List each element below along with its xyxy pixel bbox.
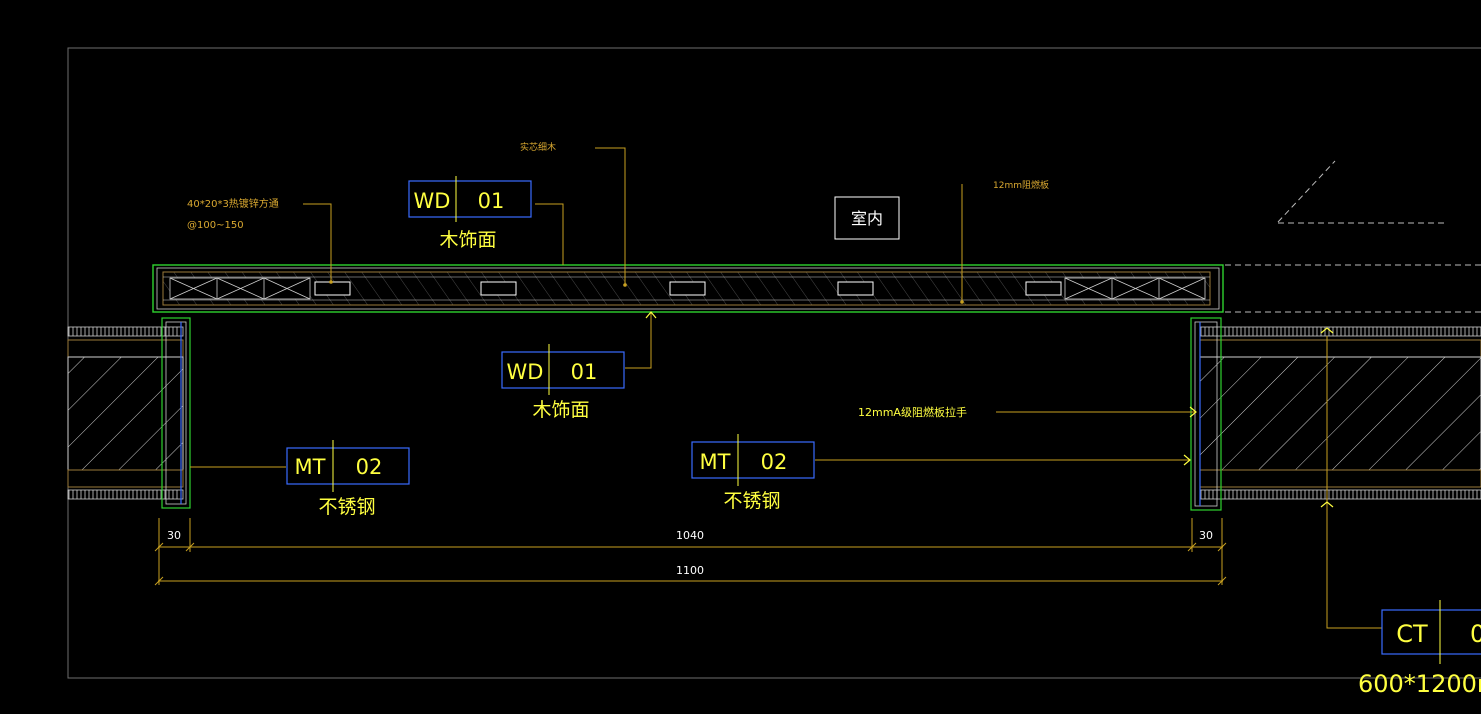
- tag-mt-mid: MT 02 不锈钢: [691, 434, 815, 512]
- door-swing-dashed: [1225, 160, 1481, 313]
- room-label: 室内: [851, 209, 883, 228]
- note-board: 12mm阻燃板: [993, 179, 1049, 191]
- left-wall: [67, 317, 191, 509]
- tag-code: CT: [1396, 620, 1428, 648]
- room-label-box: [834, 196, 900, 240]
- dim-right: 30: [1199, 529, 1213, 542]
- tag-code: WD: [507, 360, 544, 384]
- note-core: 实芯细木: [520, 141, 556, 153]
- note-tube-spacing: @100~150: [187, 220, 244, 231]
- tag-number: 02: [356, 455, 383, 479]
- right-wall: [1190, 317, 1481, 511]
- tag-code: MT: [295, 455, 326, 479]
- leader-lines: [190, 147, 1382, 629]
- tag-code: MT: [700, 450, 731, 474]
- tag-label: 600*1200m: [1358, 670, 1481, 698]
- dimension-lines: [154, 518, 1227, 586]
- tag-wd-top: WD 01 木饰面: [408, 176, 532, 251]
- dim-overall: 1100: [676, 564, 704, 577]
- leader-arrows: [329, 280, 964, 304]
- tag-code: WD: [414, 189, 451, 213]
- dim-left: 30: [167, 529, 181, 542]
- note-handle: 12mmA级阻燃板拉手: [858, 405, 967, 419]
- tag-number: 0: [1470, 620, 1481, 648]
- tag-label: 木饰面: [532, 399, 589, 421]
- tag-number: 02: [761, 450, 788, 474]
- tag-mt-left: MT 02 不锈钢: [286, 440, 410, 518]
- door-leaf: [152, 264, 1224, 313]
- tag-ct: CT 0 600*1200m: [1358, 600, 1481, 698]
- tag-number: 01: [571, 360, 598, 384]
- arrow-heads: [645, 311, 1334, 508]
- tag-label: 不锈钢: [723, 490, 780, 512]
- tag-label: 木饰面: [439, 229, 496, 251]
- note-steel-tube: 40*20*3热镀锌方通: [187, 197, 279, 210]
- tag-label: 不锈钢: [318, 496, 375, 518]
- dim-middle: 1040: [676, 529, 704, 542]
- tag-wd-mid: WD 01 木饰面: [501, 344, 625, 421]
- tag-number: 01: [478, 189, 505, 213]
